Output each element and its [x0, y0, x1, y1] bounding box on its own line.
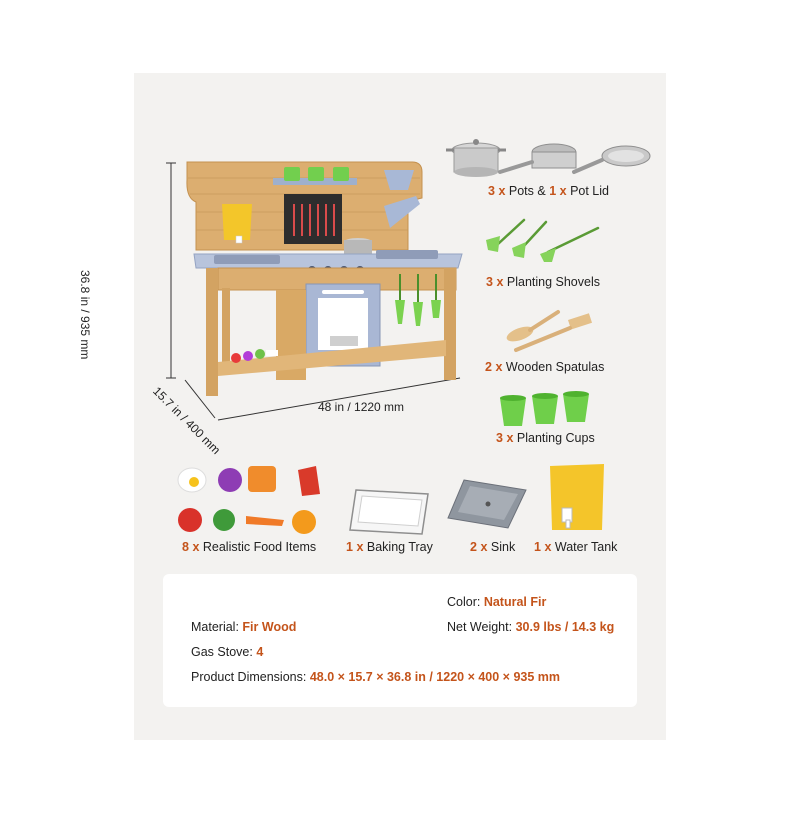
water-tank-icon [550, 464, 604, 530]
sink-icon [447, 479, 527, 529]
frying-pan-icon [572, 145, 651, 174]
planting-cups-caption: 3 x Planting Cups [496, 431, 595, 445]
planting-shovels-caption: 3 x Planting Shovels [486, 275, 600, 289]
pot-icon [446, 139, 506, 177]
spec-product-dimensions: Product Dimensions: 48.0 × 15.7 × 36.8 i… [191, 670, 561, 684]
specs-card [163, 574, 637, 707]
spec-color: Color: Natural Fir [447, 595, 547, 609]
spec-gas-stove: Gas Stove: 4 [191, 645, 264, 659]
shovel-head [486, 236, 500, 252]
pots-caption: 3 x Pots & 1 x Pot Lid [488, 184, 609, 198]
food-items-caption: 8 x Realistic Food Items [182, 540, 317, 554]
baking-tray-caption: 1 x Baking Tray [346, 540, 433, 554]
spec-material: Material: Fir Wood [191, 620, 297, 634]
width-dimension-label: 48 in / 1220 mm [318, 400, 405, 414]
wooden-spatulas-caption: 2 x Wooden Spatulas [485, 360, 605, 374]
spec-net-weight: Net Weight: 30.9 lbs / 14.3 kg [447, 620, 615, 634]
baking-tray-icon [349, 489, 429, 535]
rake-head [540, 248, 556, 262]
food-items-icon [177, 466, 320, 534]
saucepan-icon [498, 143, 577, 174]
water-tank-caption: 1 x Water Tank [534, 540, 618, 554]
wooden-spatulas-icon [506, 310, 593, 352]
trowel-head [512, 242, 526, 258]
planting-shovels-icon [496, 218, 600, 254]
planting-cups-icon [500, 394, 589, 426]
sink-caption: 2 x Sink [470, 540, 516, 554]
